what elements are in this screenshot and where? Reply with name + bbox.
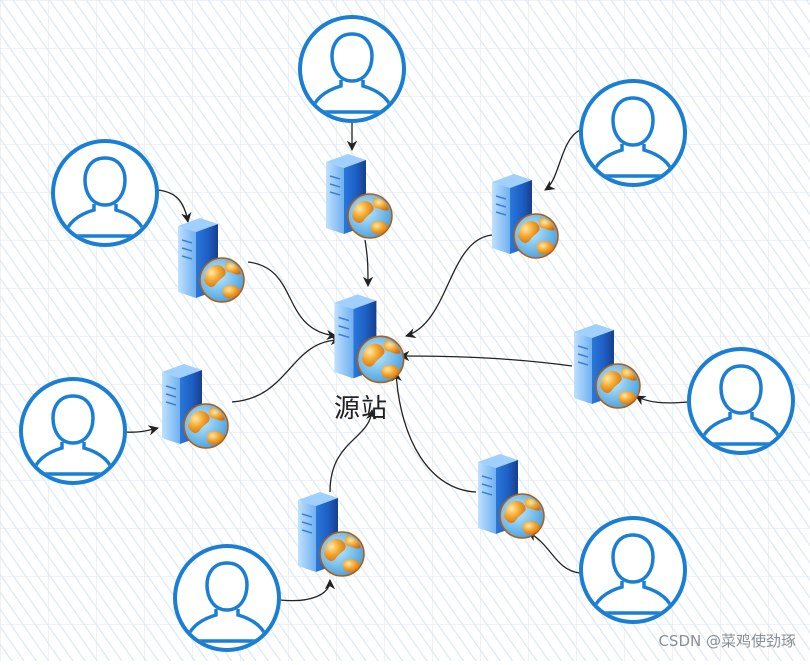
user-to-edge-arrows [125, 122, 689, 602]
arrow-upper-right-server-to-origin [405, 234, 493, 339]
arrow-bottom-right-user-to-server [527, 531, 581, 574]
arrow-right-user-to-server [635, 395, 689, 406]
watermark: CSDN @菜鸡使劲琢 [658, 632, 796, 650]
arrow-bottom-left-server-to-origin [329, 408, 377, 493]
user-icon-left [21, 379, 125, 483]
user-icon-upper-left [53, 141, 157, 245]
user-icon-right [689, 349, 793, 453]
arrow-top-server-to-origin [362, 239, 374, 288]
user-icon-upper-right [581, 81, 685, 185]
arrow-upper-left-server-to-origin [247, 261, 338, 341]
arrow-right-server-to-origin [398, 350, 573, 367]
user-icon-bottom-left [175, 546, 279, 650]
user-icon-bottom-right [581, 518, 685, 622]
origin-label: 源站 [334, 394, 389, 424]
user-icon-top [300, 17, 404, 121]
arrow-left-server-to-origin [231, 334, 342, 403]
edge-to-origin-arrows [231, 234, 573, 493]
arrow-bottom-left-user-to-server [279, 578, 336, 602]
arrow-bottom-right-server-to-origin [391, 370, 477, 493]
arrow-left-user-to-server [125, 425, 160, 436]
arrow-upper-left-user-to-server [157, 189, 192, 224]
arrow-upper-right-user-to-server [544, 129, 581, 191]
